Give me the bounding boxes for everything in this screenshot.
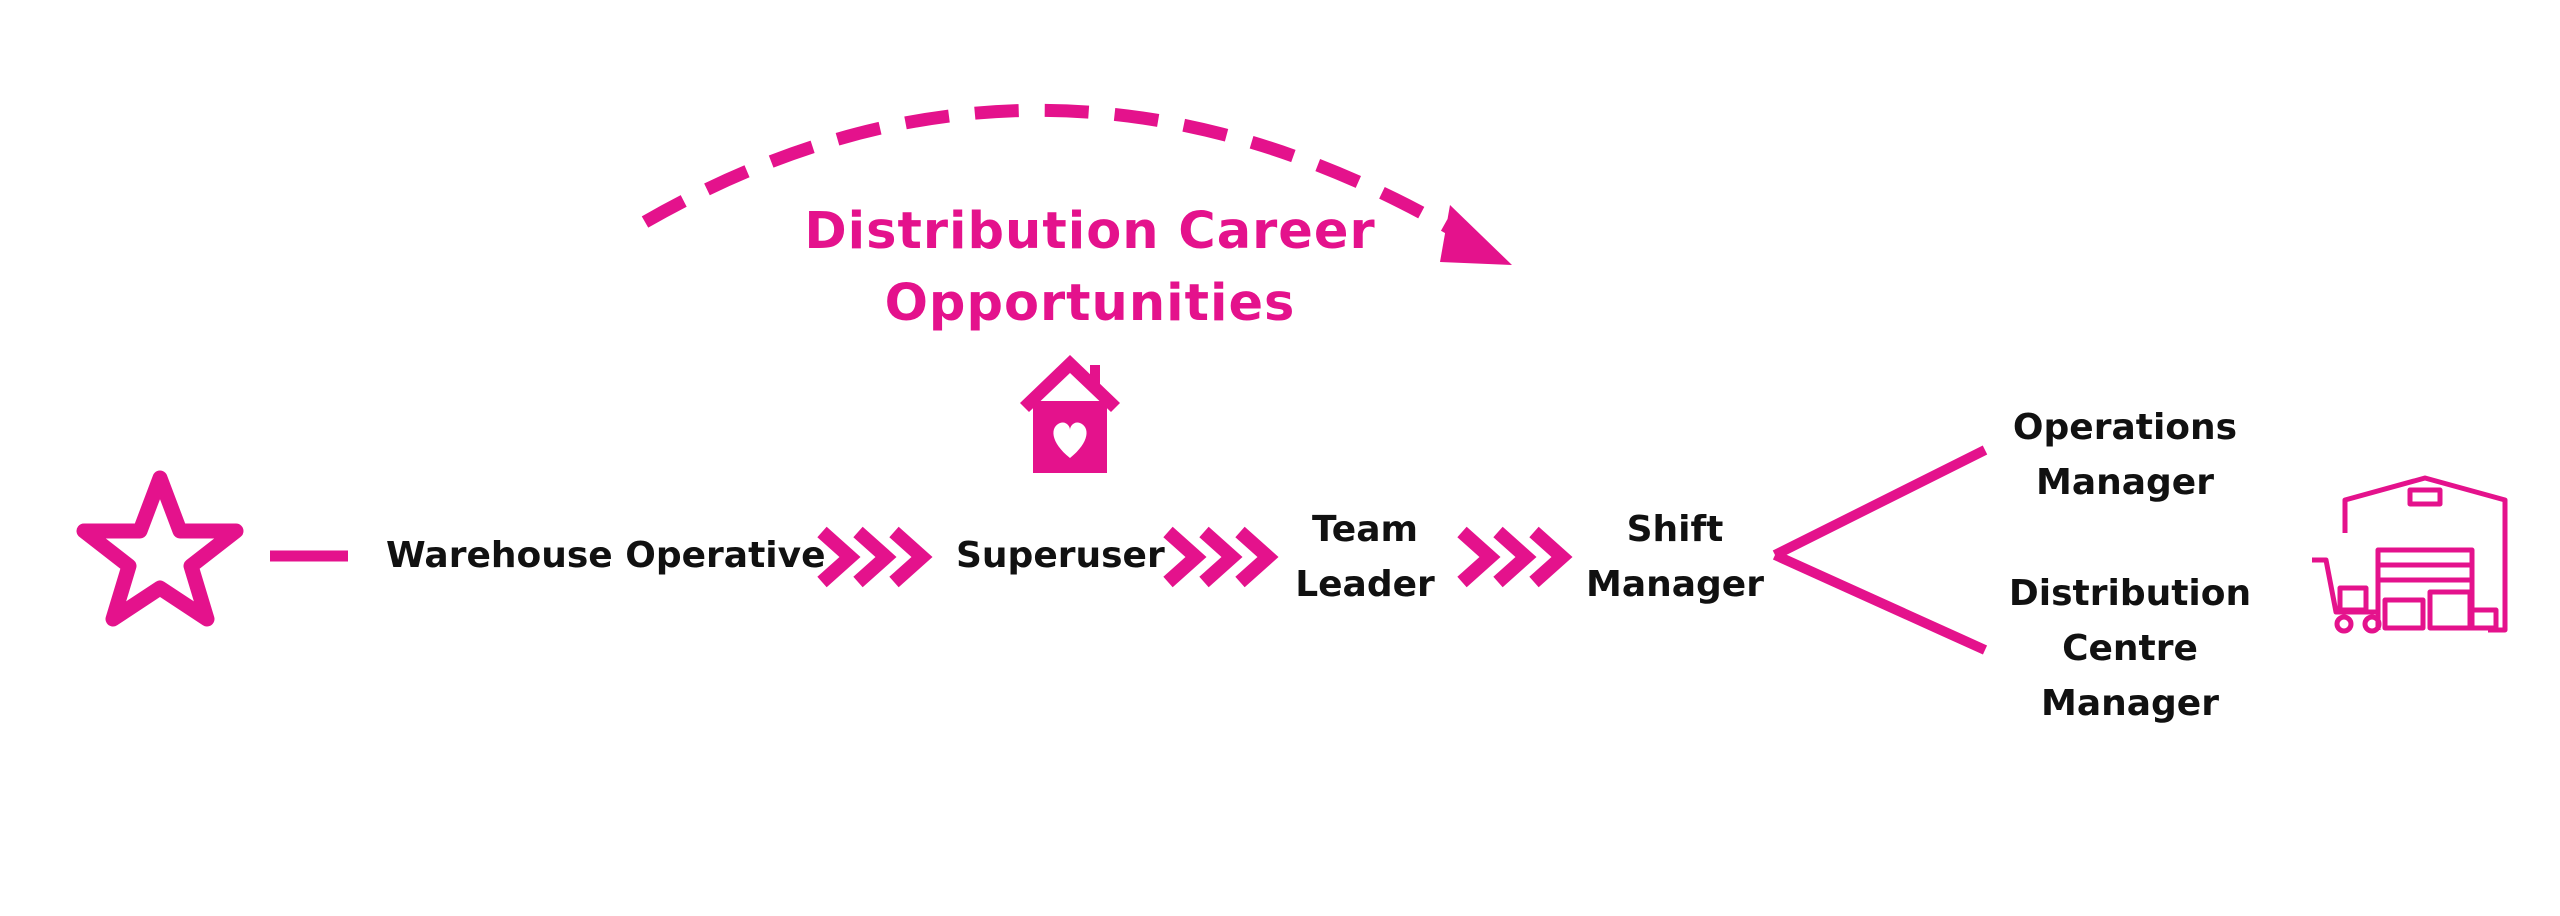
chevron-arrows-icon (1163, 526, 1279, 588)
chevron-arrows-icon (817, 526, 933, 588)
dcm-line-1: Distribution (2008, 573, 2252, 614)
team-leader-line-2: Leader (1295, 564, 1435, 605)
branch-lines (1772, 445, 1988, 655)
shift-manager-line-1: Shift (1626, 509, 1724, 550)
house-heart-icon (1020, 355, 1120, 473)
dcm-line-3: Manager (2041, 683, 2219, 724)
step-superuser: Superuser (956, 535, 1165, 576)
operations-manager-line-2: Manager (2036, 462, 2214, 503)
dcm-line-2: Centre (2062, 628, 2198, 669)
step-shift-manager: Shift Manager (1585, 502, 1765, 612)
curved-dashed-arrow-icon (641, 103, 1512, 265)
title-line-1: Distribution Career (804, 202, 1376, 261)
step-warehouse-operative: Warehouse Operative (386, 535, 826, 576)
team-leader-line-1: Team (1312, 509, 1418, 550)
step-operations-manager: Operations Manager (2000, 400, 2250, 510)
operations-manager-line-1: Operations (2012, 407, 2238, 448)
title-line-2: Opportunities (884, 274, 1296, 333)
step-team-leader: Team Leader (1285, 502, 1445, 612)
chevron-arrows-icon (1457, 526, 1573, 588)
diagram-title: Distribution Career Opportunities (760, 196, 1420, 340)
warehouse-icon (2312, 475, 2508, 634)
step-distribution-centre-manager: Distribution Centre Manager (2000, 566, 2260, 731)
shift-manager-line-2: Manager (1586, 564, 1764, 605)
star-icon (76, 470, 244, 627)
